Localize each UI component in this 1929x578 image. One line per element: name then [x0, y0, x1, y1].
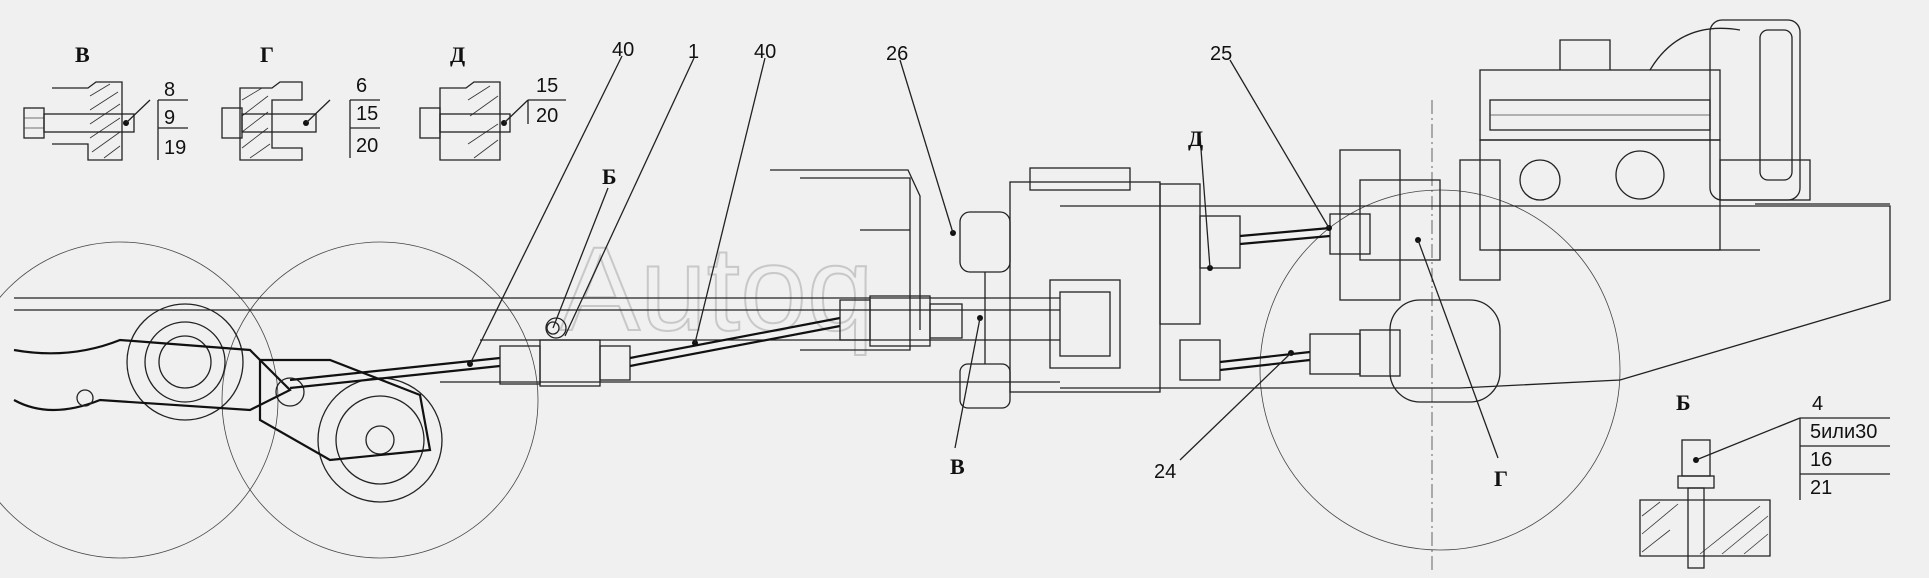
transfer-case [1009, 167, 1201, 393]
callout-26: 26 [886, 43, 908, 65]
detail-title-b: Б [1676, 390, 1691, 415]
front-axle-housing [1389, 299, 1501, 403]
callout-v-8: 8 [164, 79, 175, 101]
rear-axle-1 [13, 303, 292, 421]
propeller-shaft-rear [289, 317, 631, 390]
detail-title-d: Д [450, 42, 465, 67]
callout-g-20: 20 [356, 135, 378, 157]
callout-1: 1 [688, 41, 699, 63]
callout-d-15: 15 [536, 75, 558, 97]
callout-g-15: 15 [356, 103, 378, 125]
detail-title-v: В [75, 42, 90, 67]
detail-b-plate [1639, 499, 1771, 557]
callout-g-6: 6 [356, 75, 367, 97]
callout-25: 25 [1210, 43, 1232, 65]
rear-wheel-2 [221, 241, 539, 559]
callout-b-16: 16 [1810, 449, 1832, 471]
marker-g: Г [1494, 466, 1508, 491]
marker-b: Б [602, 164, 617, 189]
callout-d-20: 20 [536, 105, 558, 127]
rear-wheel-1 [0, 241, 279, 559]
detail-g-bolt [241, 113, 317, 133]
detail-d-bolt [439, 113, 511, 133]
detail-g-nut [221, 107, 243, 139]
callout-leaders [469, 55, 1499, 461]
callout-b-4: 4 [1812, 393, 1823, 415]
detail-g-plate [239, 81, 303, 161]
detail-v-bolt [43, 113, 135, 133]
engine [1479, 19, 1811, 251]
detail-v-nut [23, 107, 45, 139]
frame-bracket [800, 177, 911, 351]
propeller-shaft-upper [1199, 149, 1501, 301]
callout-24: 24 [1154, 461, 1176, 483]
air-filter [1709, 19, 1801, 201]
callout-b-5or30: 5или30 [1810, 421, 1877, 443]
detail-d-nut [419, 107, 441, 139]
callout-40-left: 40 [612, 39, 634, 61]
marker-d: Д [1188, 126, 1203, 151]
detail-d-plate [439, 81, 501, 161]
callout-40-right: 40 [754, 41, 776, 63]
callout-v-9: 9 [164, 107, 175, 129]
detail-view-v: В 8 9 19 [23, 42, 188, 161]
propeller-shaft-middle [629, 295, 963, 368]
marker-v: В [950, 454, 965, 479]
detail-view-g: Г 6 15 20 [221, 42, 380, 161]
detail-b-bolt [1687, 487, 1705, 569]
callout-b-21: 21 [1810, 477, 1832, 499]
watermark: Autoq [560, 222, 874, 356]
front-frame [1060, 205, 1891, 389]
fixing-point-b [546, 321, 560, 335]
detail-title-g: Г [260, 42, 274, 67]
detail-v-plate [52, 81, 123, 161]
detail-view-b: Б 4 5или30 16 21 [1639, 390, 1890, 569]
chassis-side-view [0, 19, 1891, 570]
propeller-shaft-front [1179, 299, 1501, 403]
callout-v-19: 19 [164, 137, 186, 159]
detail-view-d: Д 15 20 [419, 42, 566, 161]
